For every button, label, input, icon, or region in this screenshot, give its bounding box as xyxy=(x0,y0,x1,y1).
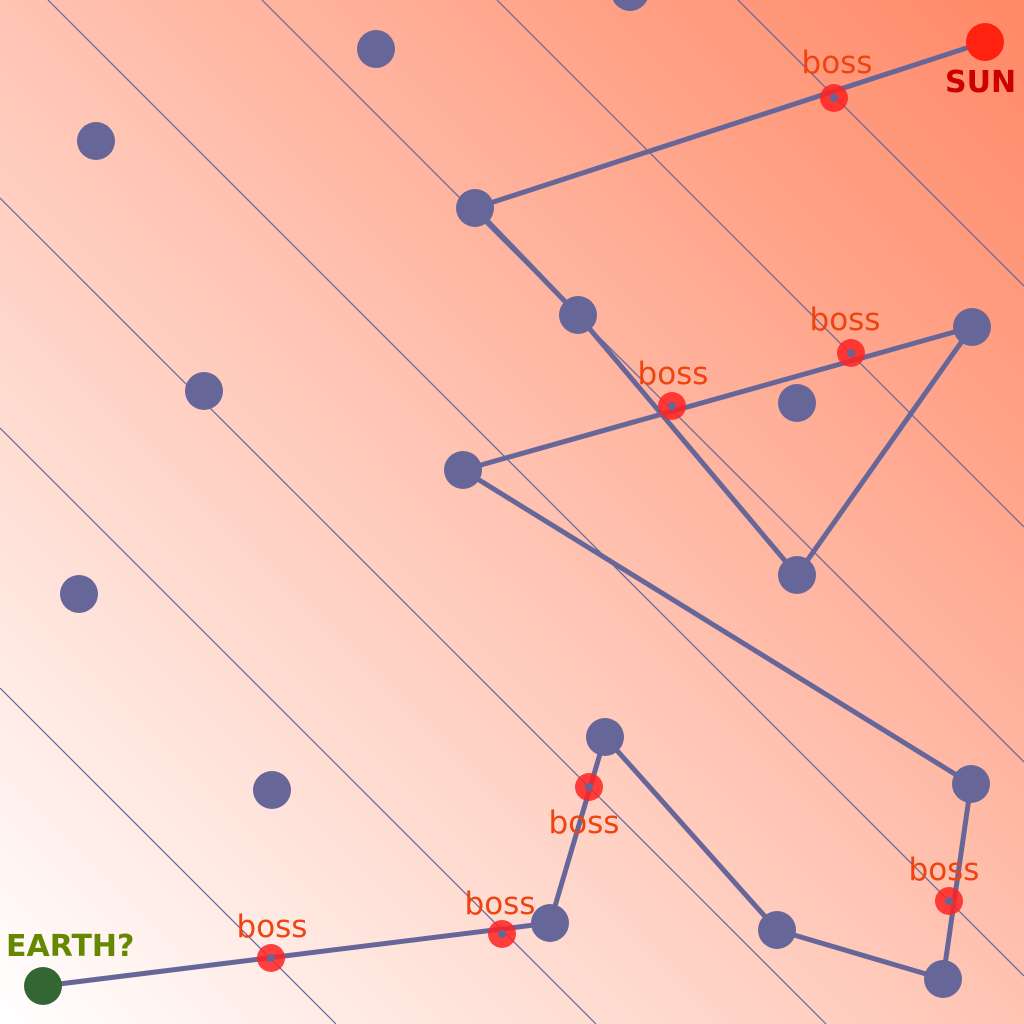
map-node[interactable] xyxy=(60,575,98,613)
boss-icon-core xyxy=(498,930,506,938)
boss-marker[interactable]: boss xyxy=(802,45,873,112)
route-node[interactable] xyxy=(559,296,597,334)
boss-marker[interactable]: boss xyxy=(549,773,620,841)
earth-node[interactable] xyxy=(24,967,62,1005)
boss-label: boss xyxy=(549,805,620,841)
map-node[interactable] xyxy=(611,0,649,11)
route-nodes xyxy=(444,189,991,998)
boss-icon-core xyxy=(830,94,838,102)
boss-label: boss xyxy=(638,356,709,392)
earth-marker[interactable]: EARTH? xyxy=(6,929,134,1005)
boss-icon-core xyxy=(267,954,275,962)
boss-marker[interactable]: boss xyxy=(909,852,980,915)
route-node[interactable] xyxy=(531,904,569,942)
route-path xyxy=(40,39,988,989)
route-node[interactable] xyxy=(758,911,796,949)
earth-label: EARTH? xyxy=(6,929,134,964)
boss-markers: boss boss boss boss boss boss xyxy=(237,45,980,972)
boss-label: boss xyxy=(465,886,536,922)
contour-line xyxy=(47,0,1024,977)
boss-icon-core xyxy=(945,897,953,905)
scattered-nodes xyxy=(60,0,816,809)
map-node[interactable] xyxy=(778,384,816,422)
boss-marker[interactable]: boss xyxy=(638,356,709,420)
route-node[interactable] xyxy=(953,308,991,346)
sun-node[interactable] xyxy=(966,23,1004,61)
boss-marker[interactable]: boss xyxy=(237,909,308,972)
route-node[interactable] xyxy=(456,189,494,227)
boss-label: boss xyxy=(237,909,308,945)
boss-icon-core xyxy=(585,783,593,791)
contour-line xyxy=(496,0,1024,528)
boss-marker[interactable]: boss xyxy=(465,886,536,948)
boss-label: boss xyxy=(802,45,873,81)
boss-icon-core xyxy=(668,402,676,410)
map-node[interactable] xyxy=(77,122,115,160)
route-node[interactable] xyxy=(924,960,962,998)
route-node[interactable] xyxy=(444,451,482,489)
boss-icon-core xyxy=(847,349,855,357)
contour-line xyxy=(737,0,1024,287)
route-node[interactable] xyxy=(586,718,624,756)
contour-line xyxy=(0,197,827,1024)
route-node[interactable] xyxy=(778,556,816,594)
map-node[interactable] xyxy=(185,372,223,410)
sun-label: SUN xyxy=(945,65,1016,100)
boss-marker[interactable]: boss xyxy=(810,302,881,367)
sun-marker[interactable]: SUN xyxy=(945,23,1016,100)
route-node[interactable] xyxy=(952,765,990,803)
contour-line xyxy=(261,0,1024,763)
boss-label: boss xyxy=(810,302,881,338)
map-node[interactable] xyxy=(253,771,291,809)
boss-label: boss xyxy=(909,852,980,888)
map-node[interactable] xyxy=(357,30,395,68)
